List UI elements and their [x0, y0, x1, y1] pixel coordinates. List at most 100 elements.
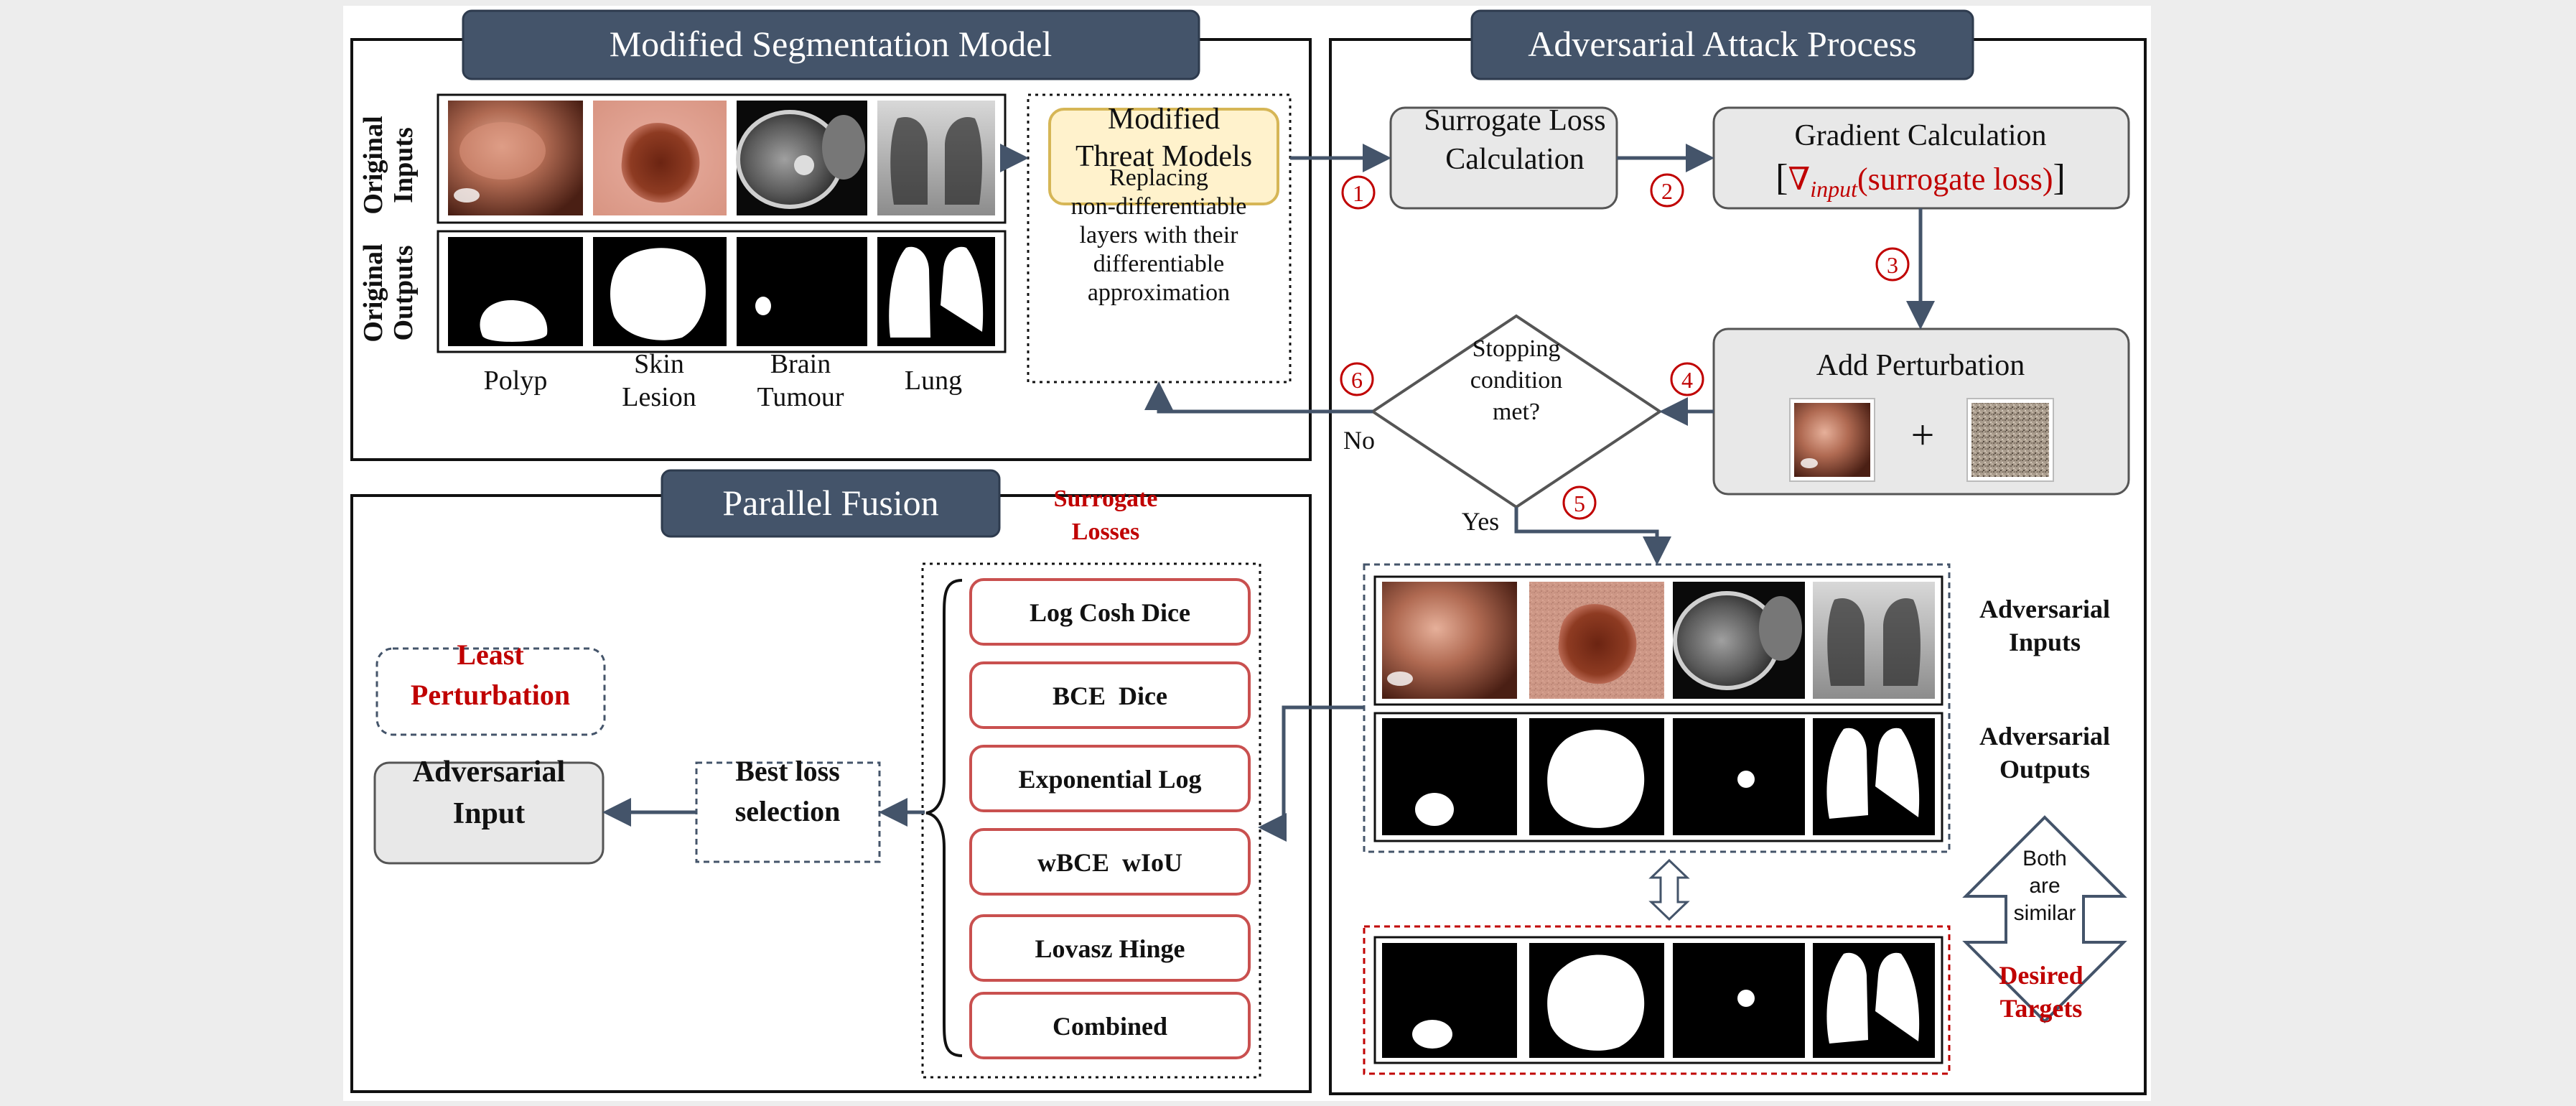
- adv-skin-lesion-image: [1529, 582, 1664, 699]
- losses-brace: [925, 579, 963, 1057]
- surrogate-losses-container: [921, 562, 1261, 1079]
- both-similar-arrow: [1962, 815, 2127, 1023]
- text-line: Brain: [770, 349, 831, 379]
- text-line: similar: [2014, 901, 2076, 925]
- text-line: Adversarial: [1979, 595, 2110, 623]
- brain-tumour-mask: [737, 237, 867, 346]
- lung-xray-image: [877, 101, 995, 215]
- text-line: Skin: [634, 349, 684, 379]
- svg-text:Combined: Combined: [1053, 1012, 1167, 1041]
- svg-text:Lovasz Hinge: Lovasz Hinge: [1035, 934, 1185, 963]
- loss-item-log-cosh-dice: Log Cosh Dice: [969, 578, 1251, 646]
- adv-lung-mask: [1813, 718, 1935, 835]
- text-line: selection: [735, 795, 841, 827]
- skin-lesion-image: [593, 101, 727, 215]
- loss-item-combined: Combined: [969, 992, 1251, 1059]
- text-line: Surrogate Loss: [1424, 104, 1605, 137]
- text-line: Best loss: [735, 755, 840, 787]
- segmentation-title: Modified Segmentation Model: [610, 24, 1053, 64]
- text-line: Perturbation: [411, 679, 570, 711]
- target-lung-mask: [1813, 943, 1935, 1058]
- text-line: condition: [1470, 367, 1562, 394]
- yes-label: Yes: [1462, 507, 1499, 536]
- arrow-no-to-threat: [1144, 381, 1373, 414]
- lung-mask: [877, 237, 995, 346]
- gradient-calculation-title: Gradient Calculation: [1794, 119, 2046, 152]
- text-line: met?: [1493, 399, 1540, 425]
- svg-text:wBCE wIoU: wBCE wIoU: [1037, 848, 1182, 877]
- step-marker-6: 6: [1340, 362, 1374, 396]
- fusion-title-box: [661, 469, 1001, 538]
- svg-text:Exponential Log: Exponential Log: [1018, 765, 1201, 794]
- text-line: Stopping: [1473, 335, 1561, 362]
- svg-text:BCE Dice: BCE Dice: [1053, 682, 1167, 710]
- adv-skin-lesion-mask: [1529, 718, 1664, 835]
- desired-targets-group: [1363, 925, 1951, 1075]
- text-line: Desired: [1999, 961, 2083, 990]
- gradient-nabla: ∇: [1788, 162, 1810, 197]
- adv-polyp-mask: [1382, 718, 1517, 835]
- adv-polyp-image: [1382, 582, 1517, 699]
- adv-brain-tumour-mask: [1673, 718, 1805, 835]
- text-line: Outputs: [1999, 755, 2090, 784]
- loss-item-exponential-log: Exponential Log: [969, 745, 1251, 812]
- segmentation-title-box: [462, 9, 1200, 80]
- adv-brain-mri-image: [1673, 582, 1805, 699]
- threat-models-box: [1048, 108, 1279, 205]
- no-label: No: [1343, 426, 1375, 455]
- text-line: Least: [457, 638, 524, 671]
- loss-item-bce-dice: BCE Dice: [969, 661, 1251, 729]
- text-line: Tumour: [757, 382, 844, 412]
- add-perturbation-label: Add Perturbation: [1816, 349, 2025, 382]
- text-line: Threat Models: [1075, 140, 1252, 173]
- text-line: Outputs: [388, 245, 419, 340]
- gradient-subscript: input: [1810, 176, 1858, 202]
- both-similar-label: Both are similar: [2014, 847, 2076, 925]
- caption-polyp: Polyp: [484, 366, 548, 396]
- text-line: Adversarial: [1979, 722, 2110, 750]
- adv-lung-xray-image: [1813, 582, 1935, 699]
- caption-lung: Lung: [905, 366, 962, 396]
- text-line: are: [2029, 874, 2060, 898]
- text-line: Replacing: [1109, 164, 1208, 191]
- arrow-adversarial-to-losses: [1258, 705, 1364, 842]
- text-line: Both: [2022, 847, 2067, 870]
- text-line: Adversarial: [413, 756, 565, 789]
- perturbation-polyp-image: [1789, 398, 1875, 482]
- gradient-formula: [∇input(surrogate loss)]: [1775, 157, 2066, 202]
- text-line: non-differentiable: [1071, 193, 1247, 220]
- original-outputs-label: OriginalOutputs: [358, 243, 419, 342]
- text-line: Original: [358, 116, 388, 214]
- svg-text:2: 2: [1661, 178, 1673, 204]
- text-line: Inputs: [388, 127, 419, 203]
- svg-text:4: 4: [1681, 367, 1693, 393]
- skin-lesion-mask: [593, 237, 727, 346]
- loss-item-wbce-wiou: wBCE wIoU: [969, 828, 1251, 896]
- noise-image: [1966, 398, 2054, 482]
- text-line: approximation: [1088, 279, 1230, 306]
- step-marker-5: 5: [1562, 485, 1597, 520]
- arrow-yes-to-adversarial: [1514, 507, 1671, 565]
- text-line: Modified: [1108, 103, 1220, 136]
- target-skin-lesion-mask: [1529, 943, 1664, 1058]
- step-marker-4: 4: [1670, 362, 1704, 396]
- best-loss-selection-box: [695, 761, 881, 863]
- text-line: differentiable: [1093, 251, 1225, 277]
- text-line: Polyp: [484, 366, 548, 396]
- step-marker-3: 3: [1875, 247, 1910, 282]
- text-line: Lesion: [622, 382, 696, 412]
- target-brain-tumour-mask: [1673, 943, 1805, 1058]
- text-line: Losses: [1072, 519, 1139, 545]
- best-loss-selection-label: Best loss selection: [735, 755, 841, 827]
- step-marker-2: 2: [1650, 173, 1684, 208]
